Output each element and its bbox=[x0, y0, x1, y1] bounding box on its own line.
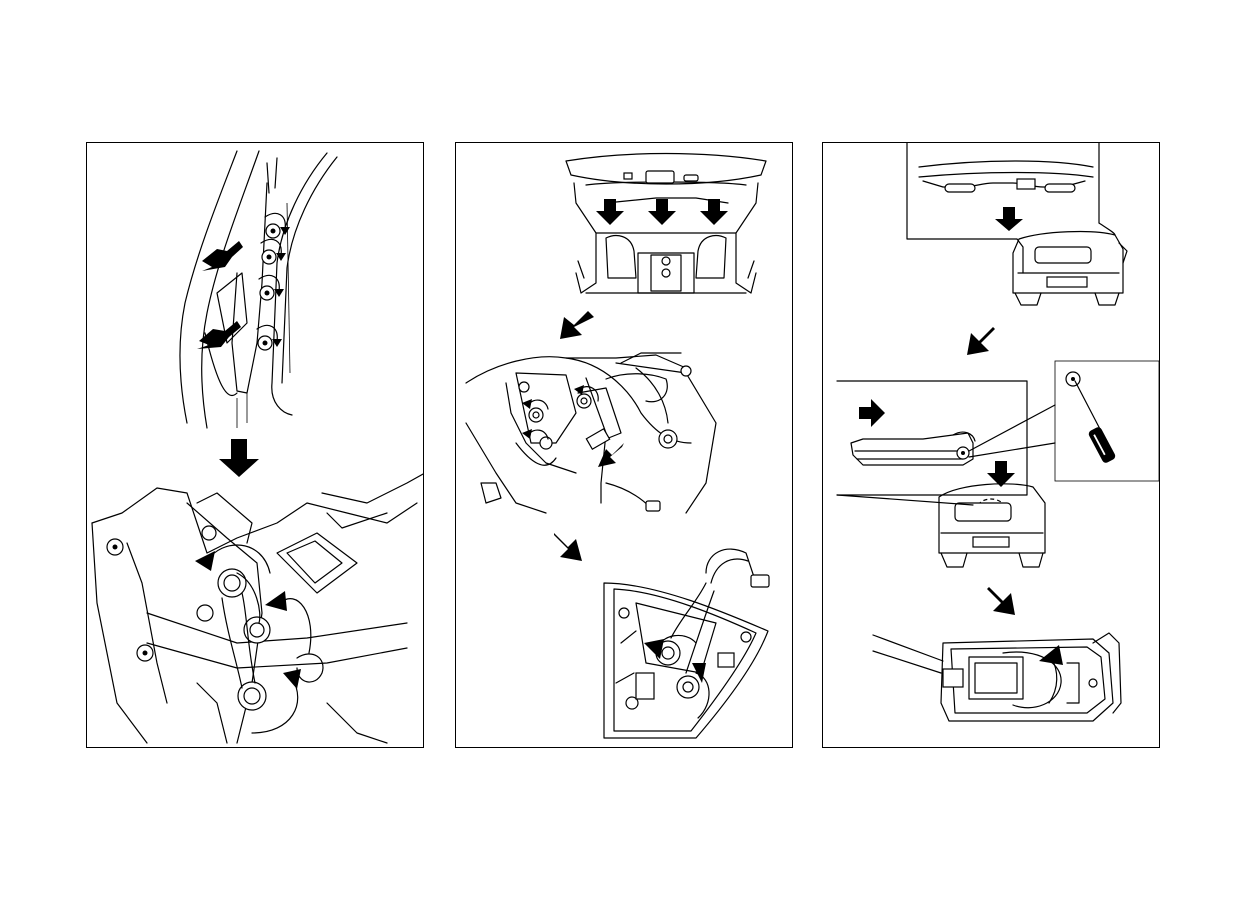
license-lamp-drawing bbox=[873, 633, 1121, 721]
panel-2-illustration bbox=[456, 143, 793, 748]
step-panel-2 bbox=[455, 142, 793, 748]
step-panel-3 bbox=[822, 142, 1160, 748]
panel-1-illustration bbox=[87, 143, 424, 748]
push-arrow-icon bbox=[859, 399, 885, 427]
diagonal-arrow-icon bbox=[967, 327, 995, 355]
screwdriver-inset bbox=[1055, 361, 1159, 481]
vehicle-rear-drawing bbox=[1013, 223, 1127, 305]
down-arrow-icon bbox=[219, 439, 259, 477]
down-arrow-icon bbox=[987, 461, 1015, 487]
down-arrow-icon bbox=[995, 207, 1023, 231]
panel-3-illustration bbox=[823, 143, 1160, 748]
diagonal-arrow-icon bbox=[554, 533, 582, 561]
diagonal-arrow-icon bbox=[560, 311, 594, 339]
rear-lamp-drawing bbox=[604, 549, 769, 738]
rotate-arrow-icon bbox=[1039, 645, 1063, 703]
lamp-housing-drawing bbox=[92, 473, 424, 743]
door-interior-drawing bbox=[466, 353, 716, 513]
push-arrow-icon bbox=[596, 199, 728, 225]
diagonal-arrow-icon bbox=[987, 587, 1015, 615]
vehicle-rear-drawing bbox=[837, 484, 1045, 567]
pull-arrow-icon bbox=[598, 443, 624, 467]
screwdriver-icon bbox=[1087, 426, 1116, 464]
pillar-trim-drawing bbox=[180, 151, 337, 428]
step-panel-1 bbox=[86, 142, 424, 748]
vehicle-rear-open-drawing bbox=[566, 154, 766, 294]
lamp-removal-inset bbox=[837, 381, 1055, 495]
